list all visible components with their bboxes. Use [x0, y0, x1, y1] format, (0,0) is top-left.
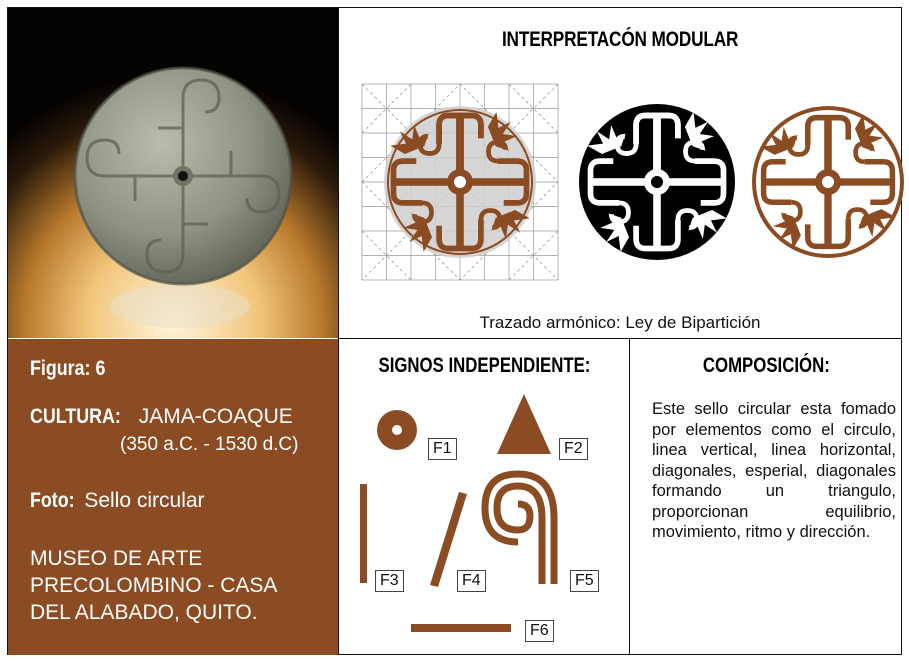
sign-label-f4: F4 [457, 570, 486, 592]
sign-triangle [497, 394, 551, 454]
culture-line: CULTURA: JAMA-COAQUE [30, 405, 293, 428]
outer-frame [7, 7, 902, 655]
divider-horizontal [338, 338, 902, 339]
culture-dates: (350 a.C. - 1530 d.C) [120, 434, 299, 455]
interpretation-title: INTERPRETACÓN MODULAR [501, 28, 739, 51]
figure-label: Figura: 6 [30, 357, 106, 380]
sign-vertical-line [360, 484, 367, 583]
sign-label-f1: F1 [428, 438, 457, 460]
sign-horizontal-line [411, 624, 511, 632]
divider-vertical-right [629, 339, 630, 655]
info-panel: Figura: 6 CULTURA: JAMA-COAQUE (350 a.C.… [8, 339, 338, 655]
sign-label-f3: F3 [375, 570, 404, 592]
museum-line-2: PRECOLOMBINO - CASA [30, 574, 278, 597]
black-version [579, 104, 735, 260]
harmonic-caption: Trazado armónico: Ley de Bipartición [479, 313, 761, 332]
divider-vertical-left [338, 7, 339, 655]
seal-photo [8, 8, 338, 338]
sign-label-f2: F2 [559, 438, 588, 460]
photo-line: Foto: Sello circular [30, 489, 205, 512]
sign-spiral [481, 470, 558, 584]
signs-title: SIGNOS INDEPENDIENTE: [378, 354, 590, 377]
composition-title: COMPOSICIÓN: [702, 354, 830, 377]
brown-version [752, 106, 904, 258]
sign-diagonal-line [430, 492, 467, 587]
sign-label-f6: F6 [525, 620, 554, 642]
modular-figures [361, 83, 904, 281]
sign-label-f5: F5 [570, 570, 599, 592]
museum-line-1: MUSEO DE ARTE [30, 547, 203, 570]
museum-line-3: DEL ALABADO, QUITO. [30, 601, 258, 624]
grid-construction [361, 83, 559, 281]
signs-shapes [360, 394, 558, 632]
composition-text: Este sello circular esta fomado por elem… [652, 400, 896, 541]
